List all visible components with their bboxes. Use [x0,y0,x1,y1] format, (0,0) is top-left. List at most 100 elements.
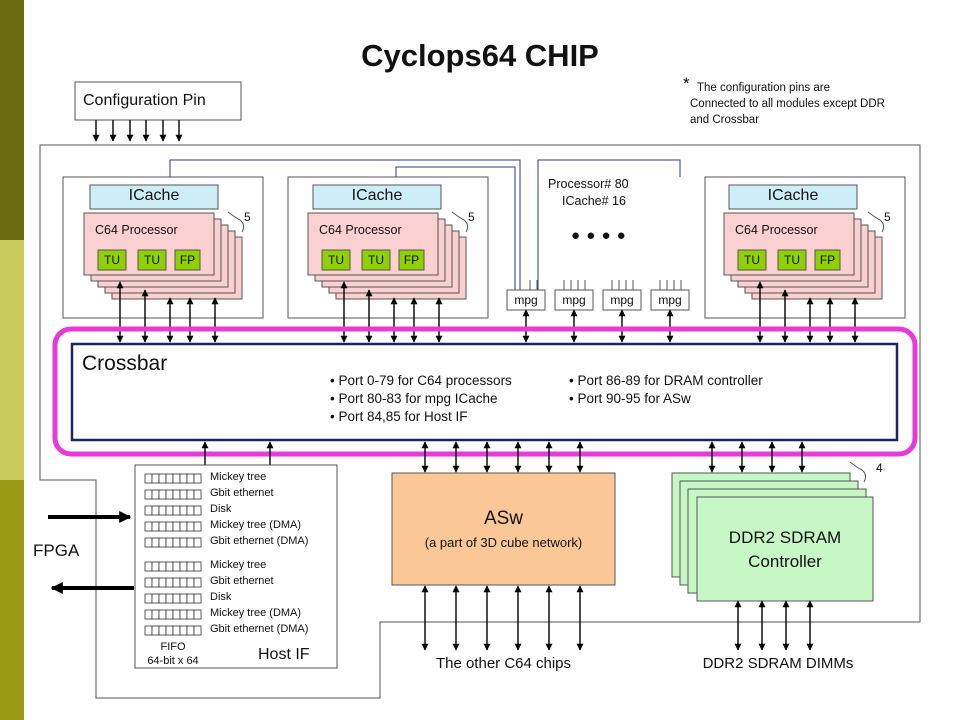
mpg-label-3: mpg [610,293,634,307]
fifo-size-label-2: 64-bit x 64 [147,655,199,667]
crossbar-port-left-3: • Port 84,85 for Host IF [330,409,468,424]
fifo-cell [172,505,181,516]
fifo-cell [158,609,167,620]
fifo-cell [186,521,195,532]
fifo-cell [186,561,195,572]
config-pin-arrows [92,120,183,142]
mpg-pins [529,280,682,290]
fifo-cell [151,609,160,620]
ddr-label-line-2: Controller [748,552,822,571]
fifo-cell [165,593,174,604]
crossbar-port-left-3-text: Port 84,85 for Host IF [338,409,468,424]
fifo-cell [179,521,188,532]
fifo-cell [186,625,195,636]
fifo-cell [193,473,202,484]
fifo-cell [151,505,160,516]
icache-label-2: ICache [351,187,403,204]
asw-box [391,472,616,586]
fifo-cell [158,473,167,484]
fifo-cell [165,473,174,484]
fifo-cell [172,625,181,636]
fifo-cell [165,625,174,636]
fifo-group2-label-2: Gbit ethernet [210,575,274,587]
fifo-cell [144,537,153,548]
config-note-line-2: Connected to all modules except DDR [690,98,885,110]
fifo-cell [193,625,202,636]
fifo-cell [186,537,195,548]
fifo-cell [165,505,174,516]
fifo-cell [144,473,153,484]
fifo-cell [151,593,160,604]
fifo-group1-label-5: Gbit ethernet (DMA) [210,535,309,547]
crossbar-port-right-1-text: Port 86-89 for DRAM controller [577,373,763,388]
processor-label-3: C64 Processor [735,223,818,237]
ellipsis-dots: ● ● ● ● [571,227,627,244]
asw-bottom-arrows [421,585,584,651]
sidebar-mid-stripe [0,240,24,480]
fifo-cell [193,561,202,572]
fifo-cell [193,593,202,604]
icache-label-3: ICache [767,187,819,204]
fifo-cell [158,521,167,532]
fifo-cell [151,473,160,484]
fifo-cell [172,609,181,620]
ddr-bottom-label: DDR2 SDRAM DIMMs [702,655,854,672]
fifo-group1-label-4: Mickey tree (DMA) [210,519,302,531]
fifo-cell [151,625,160,636]
fifo-cell [158,505,167,516]
fifo-group1-label-3: Disk [210,503,232,515]
fifo-cell [144,609,153,620]
fifo-cell [179,625,188,636]
fifo-cell [179,561,188,572]
icache-bar-3 [728,184,858,210]
unit-label-2-tu1: TU [328,253,344,267]
fifo-cell [172,577,181,588]
fifo-cell [172,489,181,500]
crossbar-port-left-2-text: Port 80-83 for mpg ICache [338,391,498,406]
mpg-label-2: mpg [562,293,586,307]
fifo-cell [172,473,181,484]
mpg-label-4: mpg [658,293,682,307]
fifo-size-label-1: FIFO [160,641,186,653]
fifo-cell [144,625,153,636]
fifo-cell [158,561,167,572]
host-if-label: Host IF [258,646,310,663]
unit-label-1-tu1: TU [104,253,120,267]
fifo-group2-label-4: Mickey tree (DMA) [210,607,302,619]
fifo-cell [179,505,188,516]
fifo-group1-label-1: Mickey tree [210,471,267,483]
unit-label-3-tu1: TU [744,253,760,267]
ddr-label-line-1: DDR2 SDRAM [728,528,842,547]
fifo-cell [144,577,153,588]
fifo-group2-label-1: Mickey tree [210,559,267,571]
fifo-cell [158,625,167,636]
count-marks [227,211,885,483]
unit-label-2-fp: FP [403,253,420,267]
fifo-cell [144,521,153,532]
crossbar-port-right-2: • Port 90-95 for ASw [569,391,691,406]
fifo-cell [151,577,160,588]
ddr-count: 4 [876,461,883,475]
fifo-cell [193,537,202,548]
fifo-cell [193,521,202,532]
icache-bar-2 [312,184,442,210]
sidebar-top-stripe [0,0,24,240]
fifo-cell [165,609,174,620]
fifo-cell [193,505,202,516]
ddr-bottom-arrows [734,600,814,651]
unit-boxes [97,249,841,271]
config-note-line-1: The configuration pins are [697,82,830,94]
fifo-cell [186,577,195,588]
fifo-cell [193,609,202,620]
processor-count-3: 5 [884,210,891,224]
asw-sublabel: (a part of 3D cube network) [424,535,583,550]
crossbar-port-left-2: • Port 80-83 for mpg ICache [330,391,498,406]
unit-label-1-fp: FP [179,253,196,267]
crossbar-label: Crossbar [82,352,168,375]
sidebar-bottom-stripe [0,480,24,720]
fifo-cell [186,473,195,484]
crossbar-port-right-2-text: Port 90-95 for ASw [577,391,691,406]
fifo-cell [172,593,181,604]
fifo-cell [165,537,174,548]
fifo-cell [151,489,160,500]
